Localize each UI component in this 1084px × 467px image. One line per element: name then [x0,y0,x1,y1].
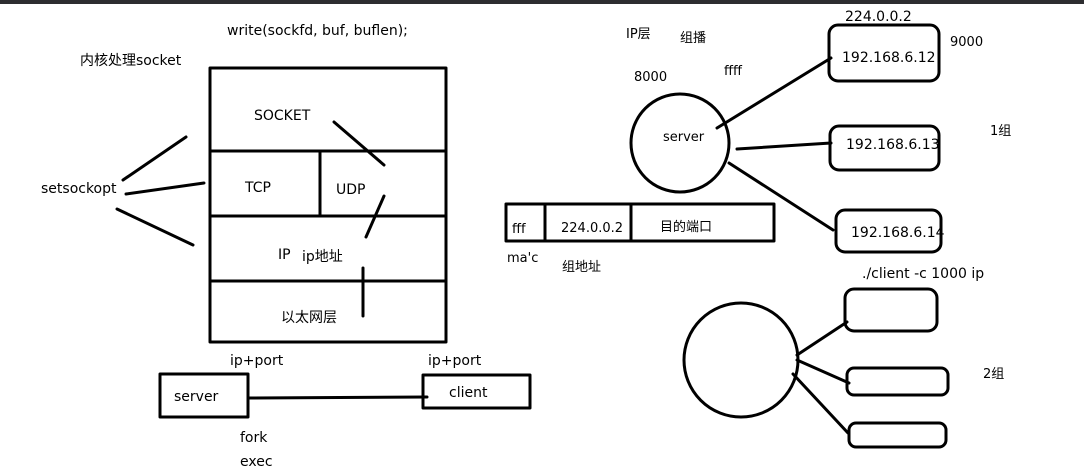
ip-port-right: ip+port [428,353,482,369]
frame-diagram [504,202,776,243]
frame-dest-port: 目的端口 [660,219,712,235]
multicast-server-circle [629,92,731,194]
group2-links [791,320,851,435]
group2-box-middle [845,366,950,397]
multicast-server-label: server [663,130,705,145]
frame-group-address: 224.0.0.2 [561,221,623,236]
host-box-14 [834,208,943,254]
protocol-stack [208,66,448,344]
frame-fff: fff [512,222,526,237]
port-8000-label: 8000 [634,70,667,85]
port-9000-label: 9000 [950,35,983,50]
ip-port-left: ip+port [230,353,284,369]
server-box [158,372,250,419]
group-1-label: 1组 [990,124,1011,139]
ffff-label: ffff [724,64,743,79]
window-top-bar [0,0,1084,4]
client-box [421,373,532,410]
udp-path-strokes [332,120,386,318]
group2-box-top [843,287,939,333]
server-client-link [246,395,429,400]
host-12-label: 192.168.6.12 [842,50,936,66]
group2-server-circle [682,301,800,419]
kernel-label: 内核处理socket [80,53,182,69]
client-command: ./client -c 1000 ip [862,266,984,282]
fork-label: fork [240,430,268,446]
host-box-12 [827,23,941,83]
group-address-label: 组地址 [562,260,601,275]
group2-box-bottom [847,421,948,449]
layer-ip: IP [278,247,291,263]
host-14-label: 192.168.6.14 [851,225,945,241]
setsockopt-arrows [115,135,206,247]
exec-label: exec [240,454,273,467]
multicast-links [715,56,835,232]
group-2-label: 2组 [983,367,1004,382]
client-box-label: client [449,385,488,401]
layer-ethernet: 以太网层 [281,310,337,326]
layer-socket: SOCKET [254,108,311,124]
host-box-13 [828,124,941,172]
group-address-top: 224.0.0.2 [845,9,912,25]
multicast-label: 组播 [680,31,706,46]
layer-tcp: TCP [244,180,271,196]
ip-address-note: ip地址 [302,249,343,265]
server-box-label: server [174,389,219,405]
setsockopt-label: setsockopt [41,181,117,197]
host-13-label: 192.168.6.13 [846,137,940,153]
mac-label: ma'c [507,251,538,266]
ip-layer-label: IP层 [626,27,651,42]
write-call-label: write(sockfd, buf, buflen); [227,23,408,39]
layer-udp: UDP [336,182,365,198]
